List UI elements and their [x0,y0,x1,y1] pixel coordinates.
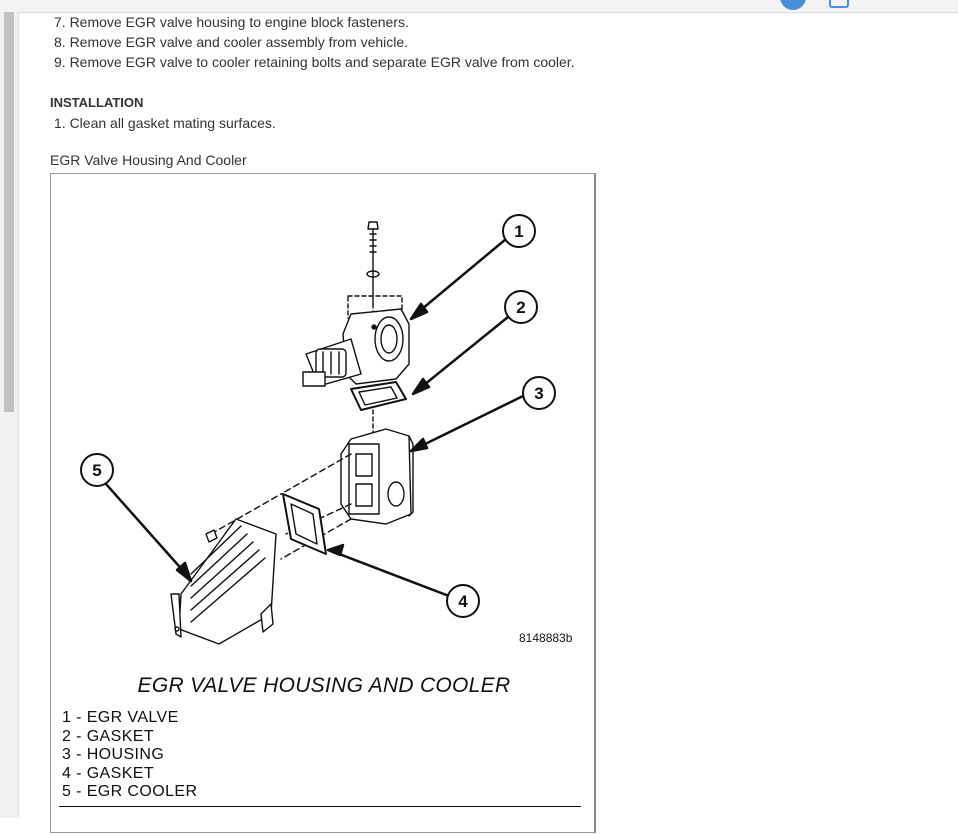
top-toolbar [0,0,958,13]
egr-cooler-illustration [170,518,277,645]
callout-1: 1 [514,222,523,241]
upper-gasket-illustration [350,381,407,437]
callout-markers: 1 2 3 5 4 [80,214,556,618]
scrollbar-thumb[interactable] [4,12,14,412]
callout-4: 4 [458,592,468,611]
figure-legend: 1 - EGR VALVE 2 - GASKET 3 - HOUSING 4 -… [62,709,197,802]
egr-exploded-diagram: 1 2 3 5 4 [80,214,556,645]
figure-code: 8148883b [519,631,573,645]
document-body: 7. Remove EGR valve housing to engine bl… [50,12,930,170]
list-item: 1. Clean all gasket mating surfaces. [54,115,276,131]
housing-illustration [340,428,414,525]
list-item: 7. Remove EGR valve housing to engine bl… [54,14,409,30]
avatar[interactable] [780,0,806,10]
legend-item: 4 - GASKET [62,764,155,782]
legend-item: 1 - EGR VALVE [62,709,179,726]
legend-divider [59,806,581,807]
installation-steps: 1. Clean all gasket mating surfaces. [50,113,930,133]
figure-caption: EGR Valve Housing And Cooler [50,152,247,168]
callout-5: 5 [92,461,101,480]
figure-title: EGR VALVE HOUSING AND COOLER [137,674,511,697]
egr-figure: 1 2 3 5 4 8148883b EGR VALVE HOUSING AND… [50,173,596,833]
page-title-fragment [120,0,270,4]
list-item: 8. Remove EGR valve and cooler assembly … [54,34,409,50]
callout-leaders [104,237,525,598]
toolbar-icon[interactable] [829,0,849,8]
callout-2: 2 [516,298,525,317]
callout-3: 3 [534,384,543,403]
installation-heading: INSTALLATION [50,95,144,110]
left-scrollbar[interactable] [0,12,19,818]
legend-item: 5 - EGR COOLER [62,783,198,800]
removal-steps: 7. Remove EGR valve housing to engine bl… [50,12,930,72]
legend-item: 3 - HOUSING [62,746,165,763]
egr-valve-illustration [302,295,410,387]
legend-item: 2 - GASKET [62,727,155,745]
list-item: 9. Remove EGR valve to cooler retaining … [54,54,575,70]
lower-gasket-illustration [282,493,327,555]
